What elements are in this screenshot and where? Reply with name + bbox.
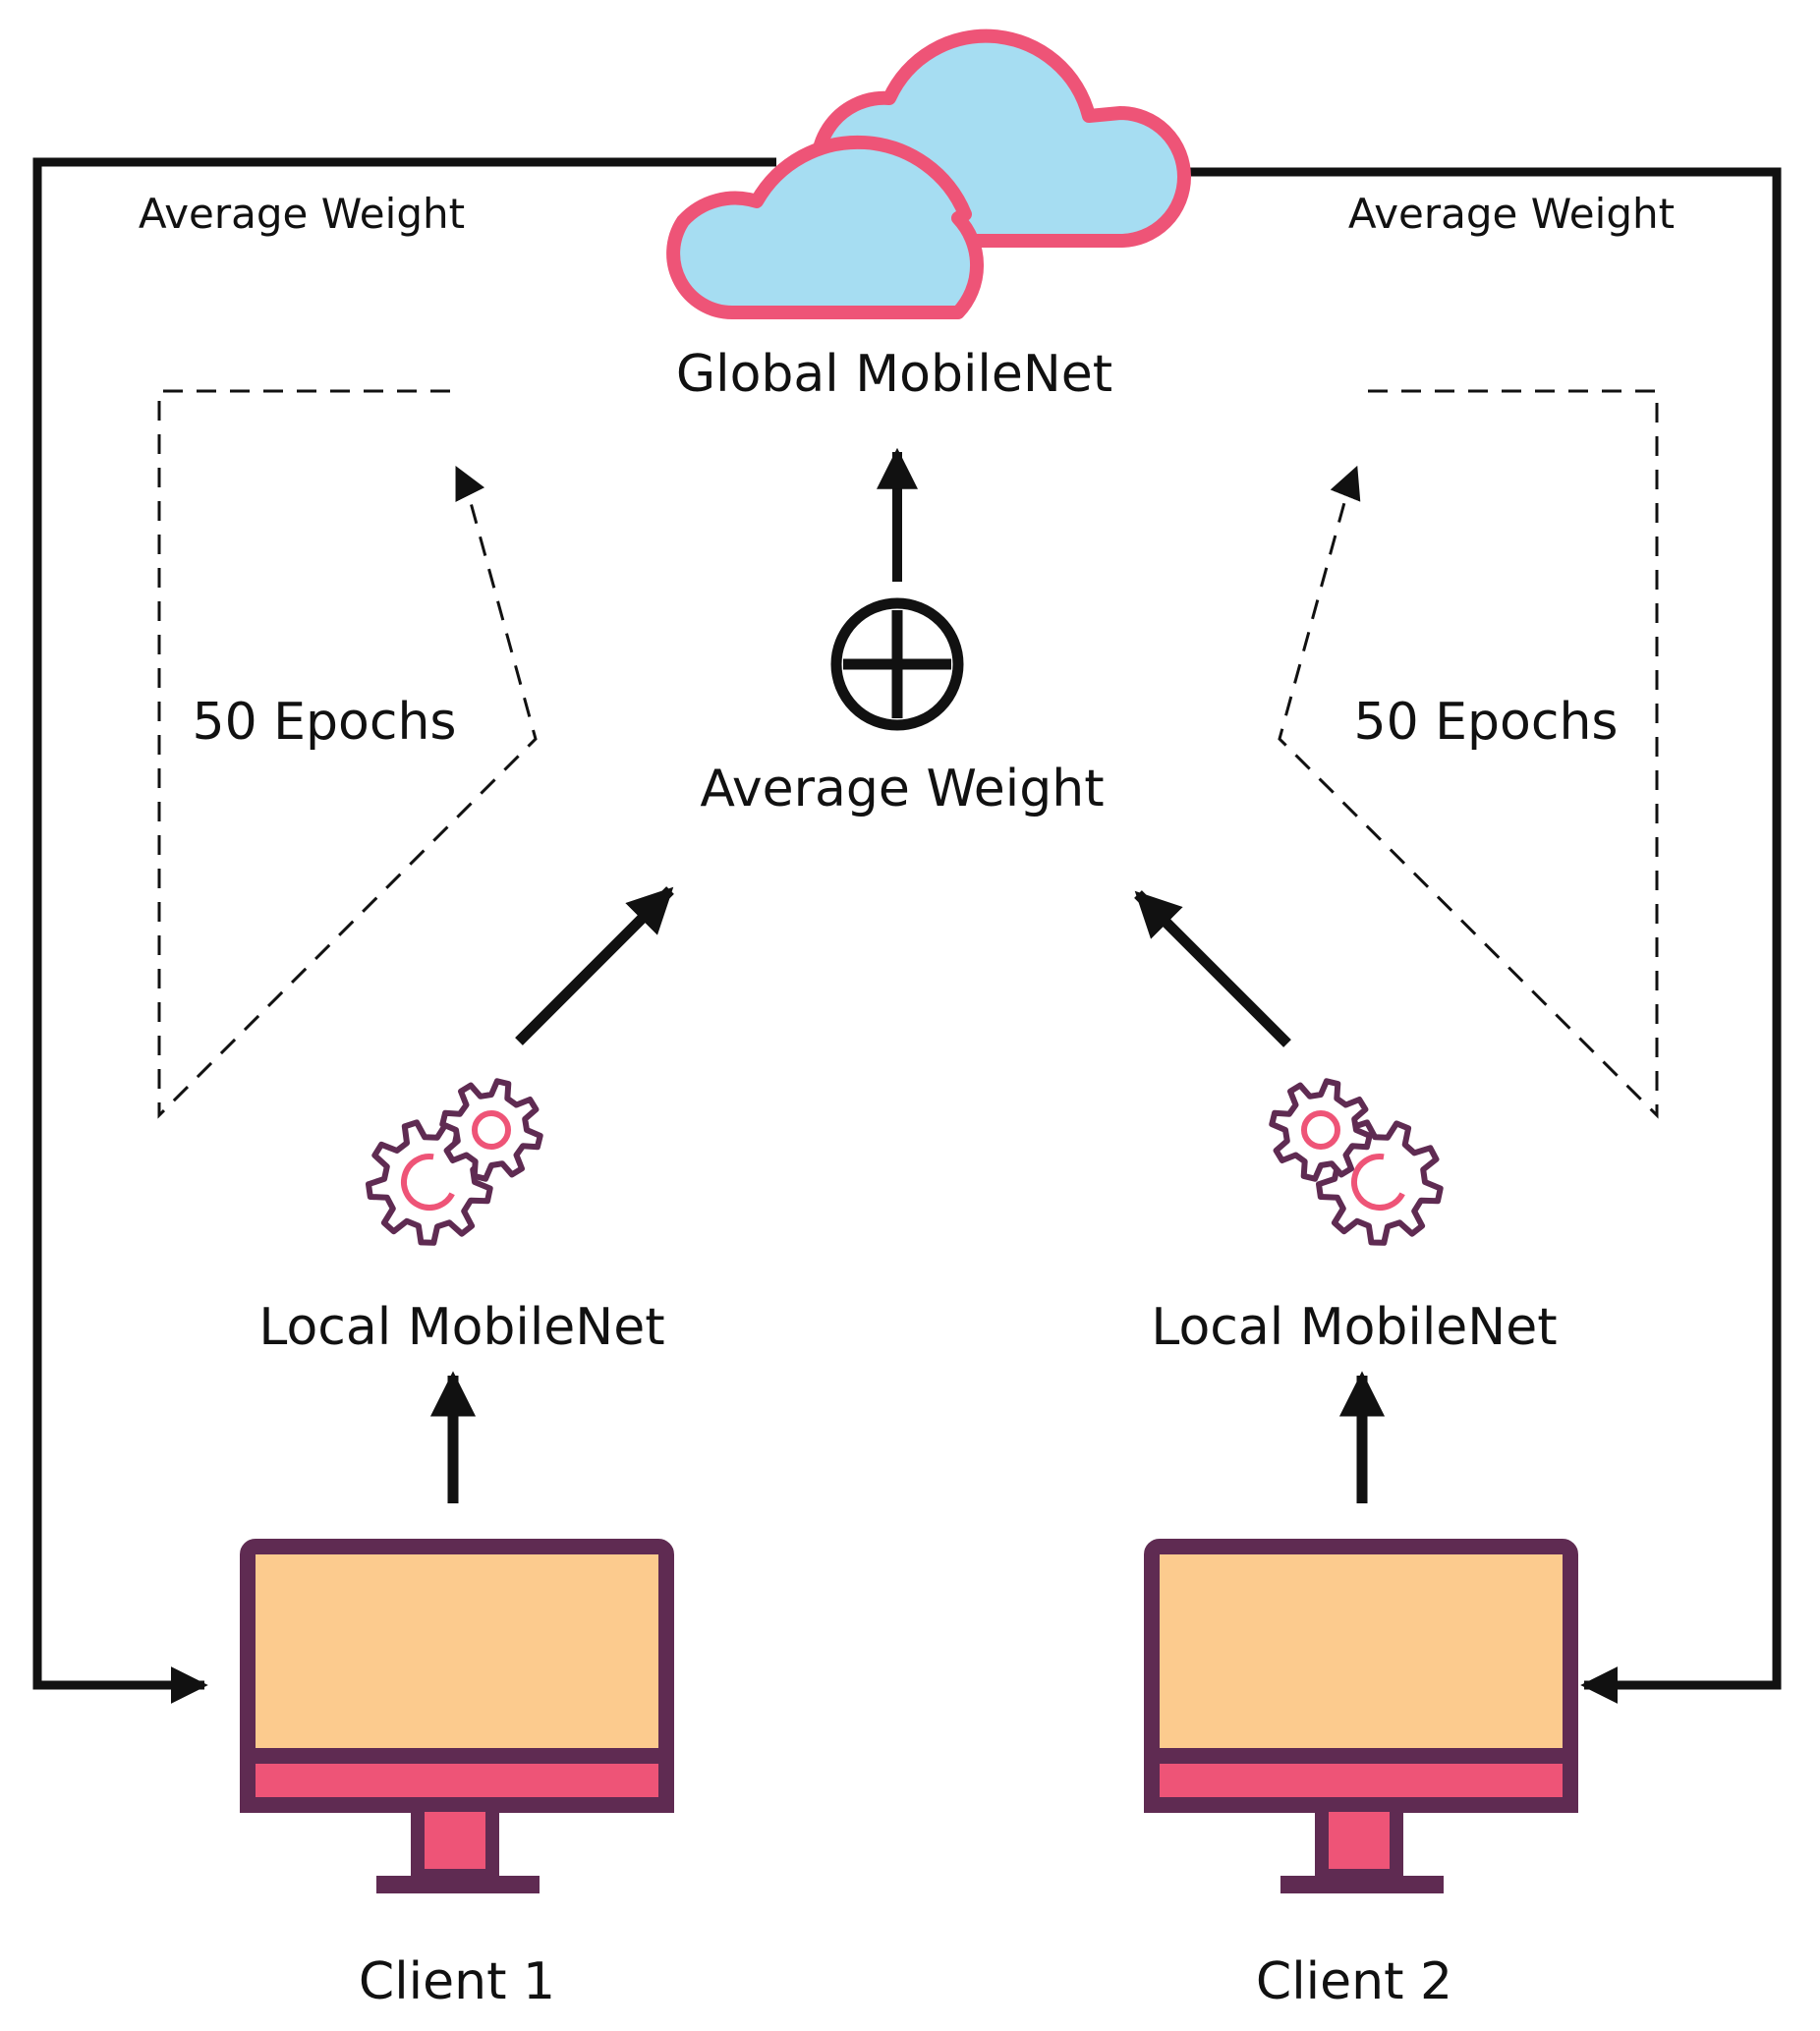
circled-plus-icon xyxy=(830,597,964,731)
local-model-right-label: Local MobileNet xyxy=(1151,1298,1557,1357)
client-2-label: Client 2 xyxy=(1256,1952,1452,2011)
cloud-icon xyxy=(666,28,1191,319)
epochs-right-label: 50 Epochs xyxy=(1353,693,1618,752)
gear-small xyxy=(439,1078,543,1182)
left-epoch-loop xyxy=(157,389,538,1119)
client-1-label: Client 1 xyxy=(359,1952,555,2011)
epochs-left-label: 50 Epochs xyxy=(192,693,456,752)
monitor-icon-client1 xyxy=(240,1539,674,1893)
average-weight-right-label: Average Weight xyxy=(1348,190,1675,238)
left-feedback-loop xyxy=(32,157,776,1704)
average-weight-left-label: Average Weight xyxy=(139,190,465,238)
local-right-to-aggregate-arrow xyxy=(1134,890,1291,1047)
global-model-label: Global MobileNet xyxy=(676,345,1112,404)
right-epoch-loop xyxy=(1278,389,1659,1119)
gear-small xyxy=(1269,1078,1373,1182)
monitor-icon-client2 xyxy=(1144,1539,1578,1893)
gears-icon-left xyxy=(366,1078,543,1246)
average-weight-center-label: Average Weight xyxy=(700,760,1104,818)
local-left-to-aggregate-arrow xyxy=(515,886,674,1045)
local-model-left-label: Local MobileNet xyxy=(258,1298,664,1357)
right-feedback-loop xyxy=(1184,167,1782,1704)
gears-icon-right xyxy=(1269,1078,1444,1246)
